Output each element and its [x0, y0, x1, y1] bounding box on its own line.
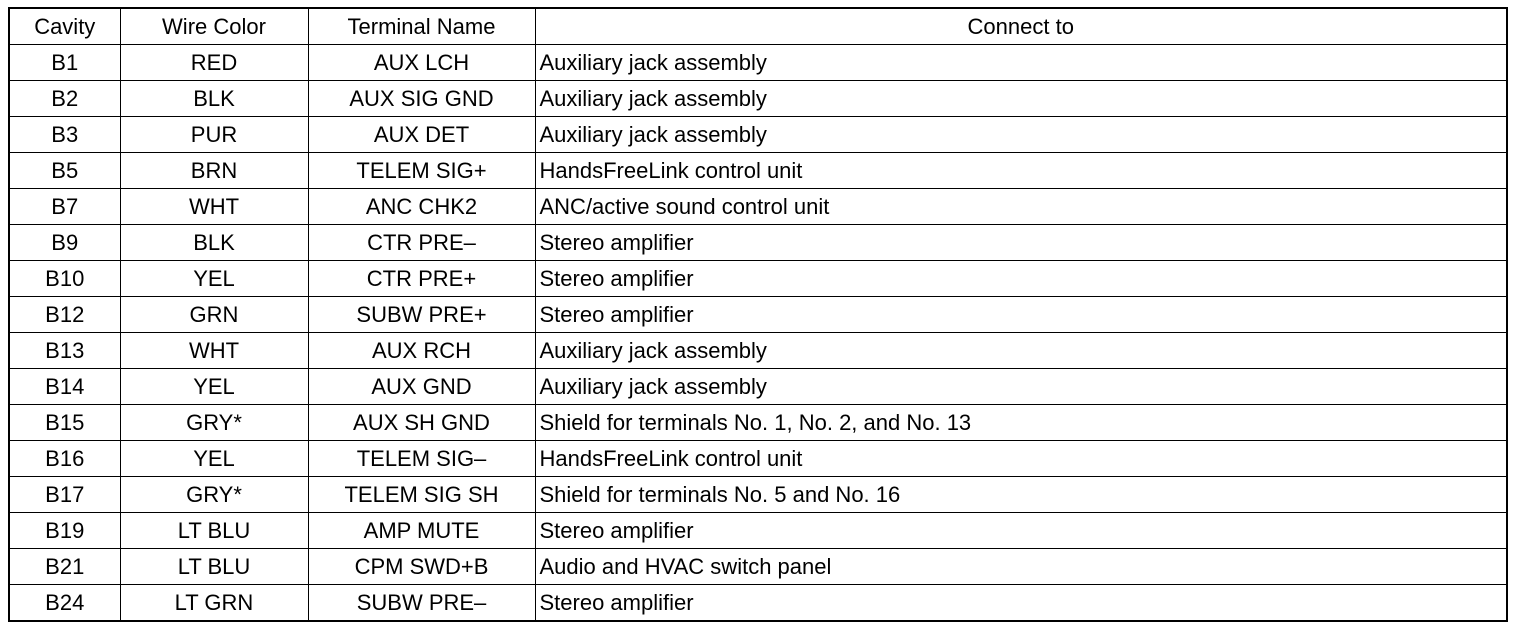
connect-to-cell: Auxiliary jack assembly	[534, 44, 1508, 81]
cavity-cell: B19	[8, 512, 121, 549]
cavity-cell: B21	[8, 548, 121, 585]
cavity-cell: B3	[8, 116, 121, 153]
connector-pinout-table: Cavity Wire Color Terminal Name Connect …	[8, 7, 1508, 622]
connect-to-cell: Audio and HVAC switch panel	[534, 548, 1508, 585]
table-row: B5 BRN TELEM SIG+ HandsFreeLink control …	[8, 152, 1508, 189]
connect-to-cell: Stereo amplifier	[534, 296, 1508, 333]
header-cavity: Cavity	[8, 7, 121, 45]
cavity-cell: B17	[8, 476, 121, 513]
wire-color-cell: BRN	[119, 152, 309, 189]
connect-to-cell: Stereo amplifier	[534, 260, 1508, 297]
terminal-name-cell: CPM SWD+B	[307, 548, 536, 585]
connect-to-cell: Auxiliary jack assembly	[534, 368, 1508, 405]
cavity-cell: B10	[8, 260, 121, 297]
connect-to-cell: Auxiliary jack assembly	[534, 116, 1508, 153]
terminal-name-cell: AMP MUTE	[307, 512, 536, 549]
terminal-name-cell: AUX LCH	[307, 44, 536, 81]
wire-color-cell: RED	[119, 44, 309, 81]
cavity-cell: B24	[8, 584, 121, 622]
terminal-name-cell: TELEM SIG SH	[307, 476, 536, 513]
table-row: B17 GRY* TELEM SIG SH Shield for termina…	[8, 476, 1508, 513]
header-terminal-name: Terminal Name	[307, 7, 536, 45]
cavity-cell: B5	[8, 152, 121, 189]
wire-color-cell: GRN	[119, 296, 309, 333]
wire-color-cell: YEL	[119, 260, 309, 297]
cavity-cell: B7	[8, 188, 121, 225]
wire-color-cell: GRY*	[119, 404, 309, 441]
table-row: B13 WHT AUX RCH Auxiliary jack assembly	[8, 332, 1508, 369]
cavity-cell: B14	[8, 368, 121, 405]
table-row: B21 LT BLU CPM SWD+B Audio and HVAC swit…	[8, 548, 1508, 585]
terminal-name-cell: AUX GND	[307, 368, 536, 405]
connect-to-cell: Stereo amplifier	[534, 584, 1508, 622]
table-row: B9 BLK CTR PRE– Stereo amplifier	[8, 224, 1508, 261]
terminal-name-cell: CTR PRE+	[307, 260, 536, 297]
connect-to-cell: Auxiliary jack assembly	[534, 80, 1508, 117]
connect-to-cell: Shield for terminals No. 5 and No. 16	[534, 476, 1508, 513]
table-header: Cavity Wire Color Terminal Name Connect …	[8, 7, 1508, 45]
cavity-cell: B2	[8, 80, 121, 117]
wire-color-cell: YEL	[119, 368, 309, 405]
cavity-cell: B15	[8, 404, 121, 441]
terminal-name-cell: TELEM SIG–	[307, 440, 536, 477]
connector-table-container: Cavity Wire Color Terminal Name Connect …	[8, 7, 1508, 622]
table-body: B1 RED AUX LCH Auxiliary jack assembly B…	[8, 44, 1508, 622]
cavity-cell: B13	[8, 332, 121, 369]
table-row: B10 YEL CTR PRE+ Stereo amplifier	[8, 260, 1508, 297]
cavity-cell: B16	[8, 440, 121, 477]
table-row: B14 YEL AUX GND Auxiliary jack assembly	[8, 368, 1508, 405]
connect-to-cell: HandsFreeLink control unit	[534, 152, 1508, 189]
terminal-name-cell: TELEM SIG+	[307, 152, 536, 189]
connect-to-cell: ANC/active sound control unit	[534, 188, 1508, 225]
header-row: Cavity Wire Color Terminal Name Connect …	[8, 7, 1508, 45]
table-row: B7 WHT ANC CHK2 ANC/active sound control…	[8, 188, 1508, 225]
wire-color-cell: WHT	[119, 332, 309, 369]
table-row: B24 LT GRN SUBW PRE– Stereo amplifier	[8, 584, 1508, 622]
cavity-cell: B9	[8, 224, 121, 261]
header-connect-to: Connect to	[534, 7, 1508, 45]
terminal-name-cell: CTR PRE–	[307, 224, 536, 261]
connect-to-cell: Shield for terminals No. 1, No. 2, and N…	[534, 404, 1508, 441]
wire-color-cell: YEL	[119, 440, 309, 477]
table-row: B15 GRY* AUX SH GND Shield for terminals…	[8, 404, 1508, 441]
connect-to-cell: Auxiliary jack assembly	[534, 332, 1508, 369]
wire-color-cell: GRY*	[119, 476, 309, 513]
header-wire-color: Wire Color	[119, 7, 309, 45]
table-row: B2 BLK AUX SIG GND Auxiliary jack assemb…	[8, 80, 1508, 117]
terminal-name-cell: AUX SIG GND	[307, 80, 536, 117]
connect-to-cell: Stereo amplifier	[534, 512, 1508, 549]
connect-to-cell: HandsFreeLink control unit	[534, 440, 1508, 477]
wire-color-cell: LT GRN	[119, 584, 309, 622]
terminal-name-cell: SUBW PRE–	[307, 584, 536, 622]
terminal-name-cell: SUBW PRE+	[307, 296, 536, 333]
wire-color-cell: LT BLU	[119, 548, 309, 585]
wire-color-cell: PUR	[119, 116, 309, 153]
wire-color-cell: LT BLU	[119, 512, 309, 549]
table-row: B16 YEL TELEM SIG– HandsFreeLink control…	[8, 440, 1508, 477]
terminal-name-cell: AUX RCH	[307, 332, 536, 369]
terminal-name-cell: AUX DET	[307, 116, 536, 153]
connect-to-cell: Stereo amplifier	[534, 224, 1508, 261]
table-row: B1 RED AUX LCH Auxiliary jack assembly	[8, 44, 1508, 81]
wire-color-cell: BLK	[119, 80, 309, 117]
table-row: B3 PUR AUX DET Auxiliary jack assembly	[8, 116, 1508, 153]
terminal-name-cell: AUX SH GND	[307, 404, 536, 441]
cavity-cell: B12	[8, 296, 121, 333]
wire-color-cell: WHT	[119, 188, 309, 225]
wire-color-cell: BLK	[119, 224, 309, 261]
terminal-name-cell: ANC CHK2	[307, 188, 536, 225]
table-row: B12 GRN SUBW PRE+ Stereo amplifier	[8, 296, 1508, 333]
table-row: B19 LT BLU AMP MUTE Stereo amplifier	[8, 512, 1508, 549]
cavity-cell: B1	[8, 44, 121, 81]
